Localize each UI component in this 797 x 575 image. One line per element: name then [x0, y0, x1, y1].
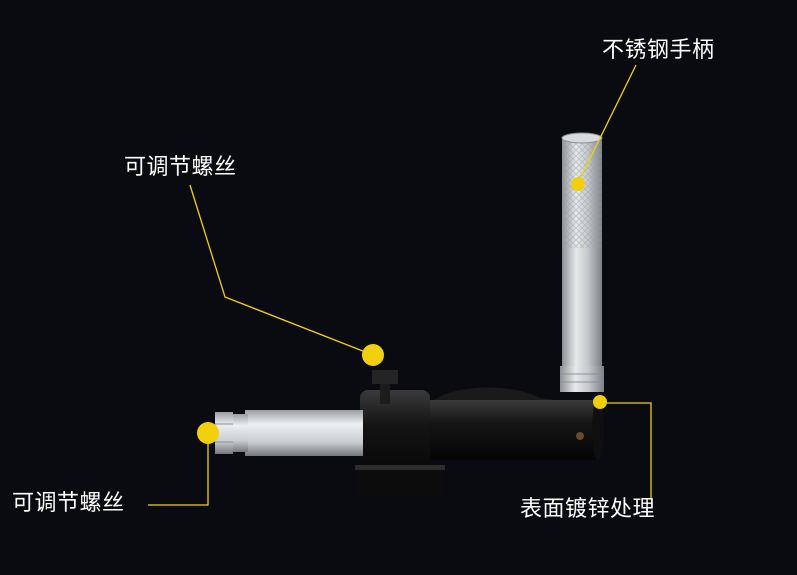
surface-treatment-label: 表面镀锌处理 [520, 497, 656, 522]
top-screw [372, 370, 398, 404]
adjust-screw-label-left: 可调节螺丝 [12, 491, 125, 516]
callout-dot-handle [571, 177, 585, 191]
callout-dot-screw-top [362, 344, 384, 366]
stainless-handle [560, 132, 604, 392]
hex-plunger [215, 410, 363, 456]
callout-lines [148, 64, 652, 506]
adjust-screw-label-top: 可调节螺丝 [124, 155, 237, 180]
clamp-body [355, 387, 604, 495]
handle-label: 不锈钢手柄 [602, 38, 715, 63]
callout-dot-screw-left [197, 422, 219, 444]
callout-dot-surface [593, 395, 607, 409]
